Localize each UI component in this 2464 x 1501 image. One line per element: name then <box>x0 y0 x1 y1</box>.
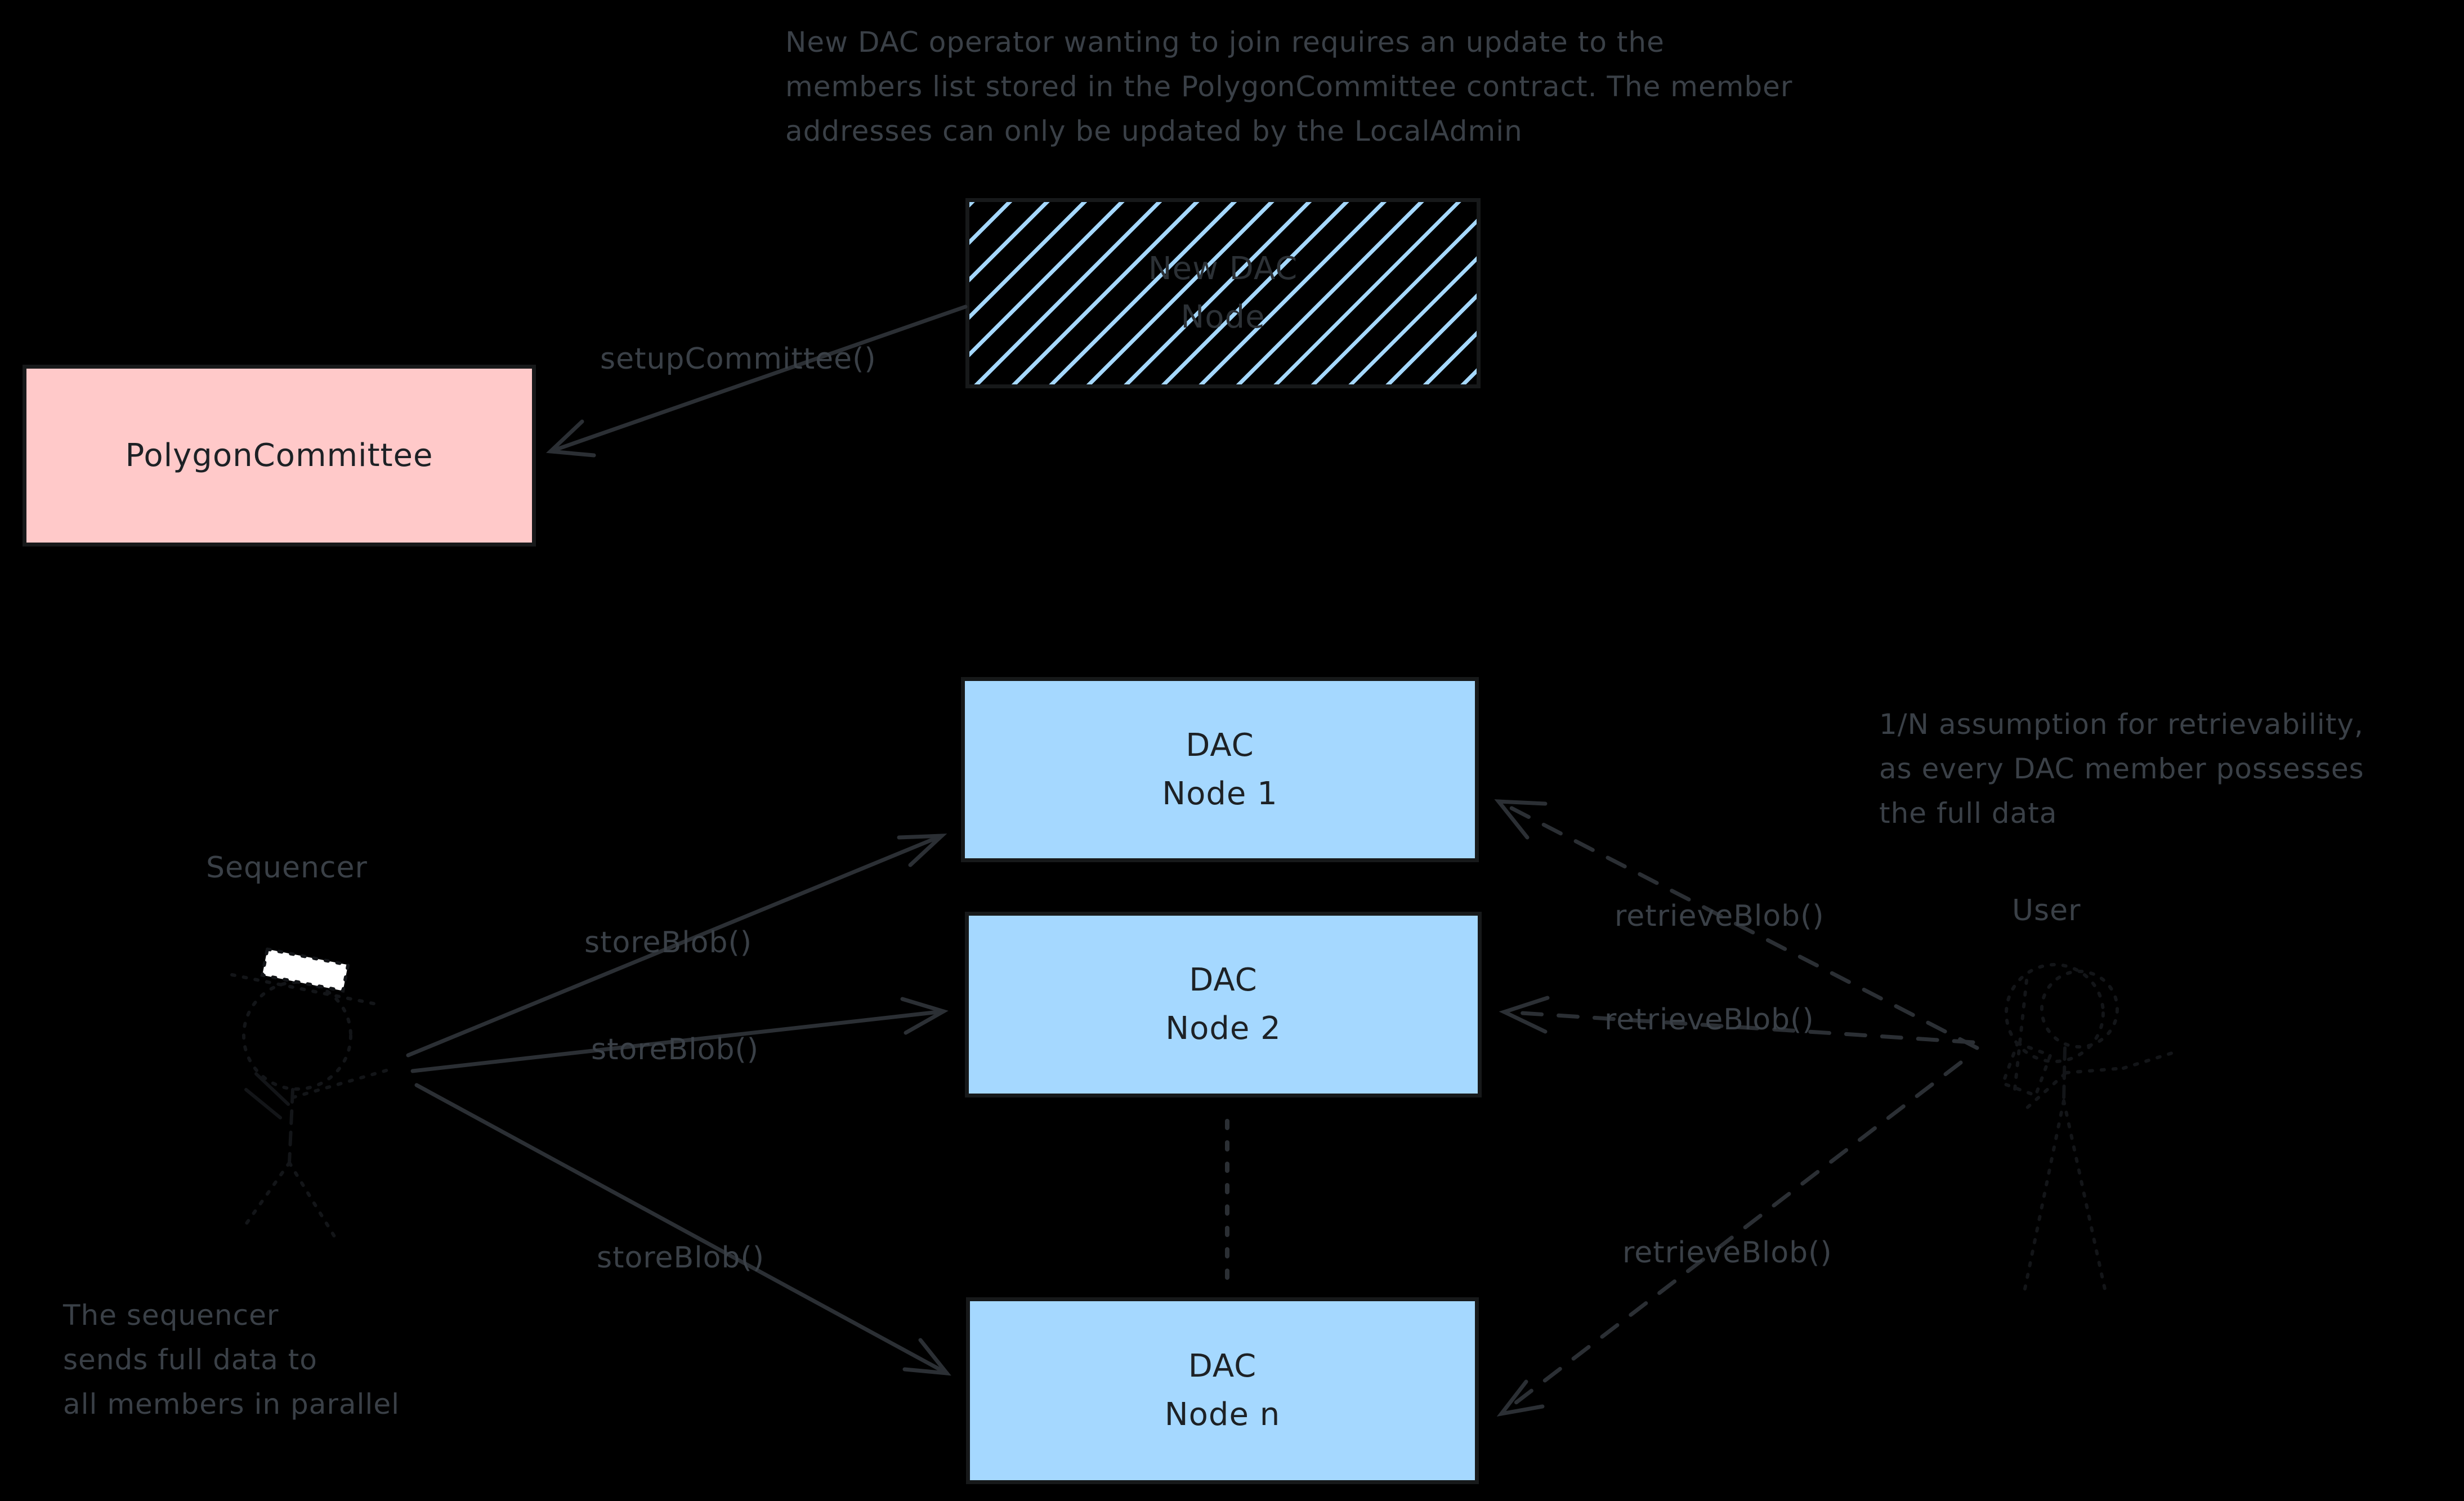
retrievability-note: 1/N assumption for retrievability, as ev… <box>1879 708 2364 830</box>
top-note: New DAC operator wanting to join require… <box>785 26 1793 147</box>
storeblob-arrow-node1 <box>406 834 947 1058</box>
storeblob-arrow-noden <box>414 1083 951 1376</box>
retrieveblob-label-3: retrieveBlob() <box>1622 1236 1832 1270</box>
dac-node-2-box: DAC Node 2 <box>965 912 1482 1097</box>
setupcommittee-arrow <box>545 304 968 458</box>
sequencer-figure-icon <box>230 947 396 1240</box>
sequencer-label: Sequencer <box>206 851 368 885</box>
retrieveblob-label-1: retrieveBlob() <box>1615 899 1824 933</box>
user-label: User <box>2012 894 2081 928</box>
storeblob-label-1: storeBlob() <box>584 926 753 960</box>
new-dac-node-box: New DAC Node <box>965 198 1481 388</box>
new-dac-node-label: New DAC Node <box>1148 250 1298 335</box>
setupcommittee-arrow-label: setupCommittee() <box>600 342 877 376</box>
dac-node-1-box: DAC Node 1 <box>961 677 1479 862</box>
sequencer-note: The sequencer sends full data to all mem… <box>63 1299 400 1421</box>
polygoncommittee-label: PolygonCommittee <box>125 437 433 474</box>
user-figure-icon <box>2001 963 2179 1293</box>
retrieveblob-arrow-node2 <box>1499 996 1975 1045</box>
dac-node-n-box: DAC Node n <box>966 1297 1479 1484</box>
dac-node-1-label: DAC Node 1 <box>1162 727 1278 812</box>
storeblob-label-2: storeBlob() <box>591 1033 759 1067</box>
retrieveblob-arrow-noden <box>1496 1060 1963 1417</box>
retrieveblob-label-2: retrieveBlob() <box>1604 1003 1814 1037</box>
retrieveblob-arrow-node1 <box>1494 799 1979 1050</box>
polygoncommittee-box: PolygonCommittee <box>23 365 536 546</box>
storeblob-arrow-node2 <box>410 997 949 1073</box>
storeblob-label-3: storeBlob() <box>597 1241 765 1275</box>
dac-node-n-label: DAC Node n <box>1164 1348 1281 1433</box>
dac-node-2-label: DAC Node 2 <box>1165 962 1281 1047</box>
